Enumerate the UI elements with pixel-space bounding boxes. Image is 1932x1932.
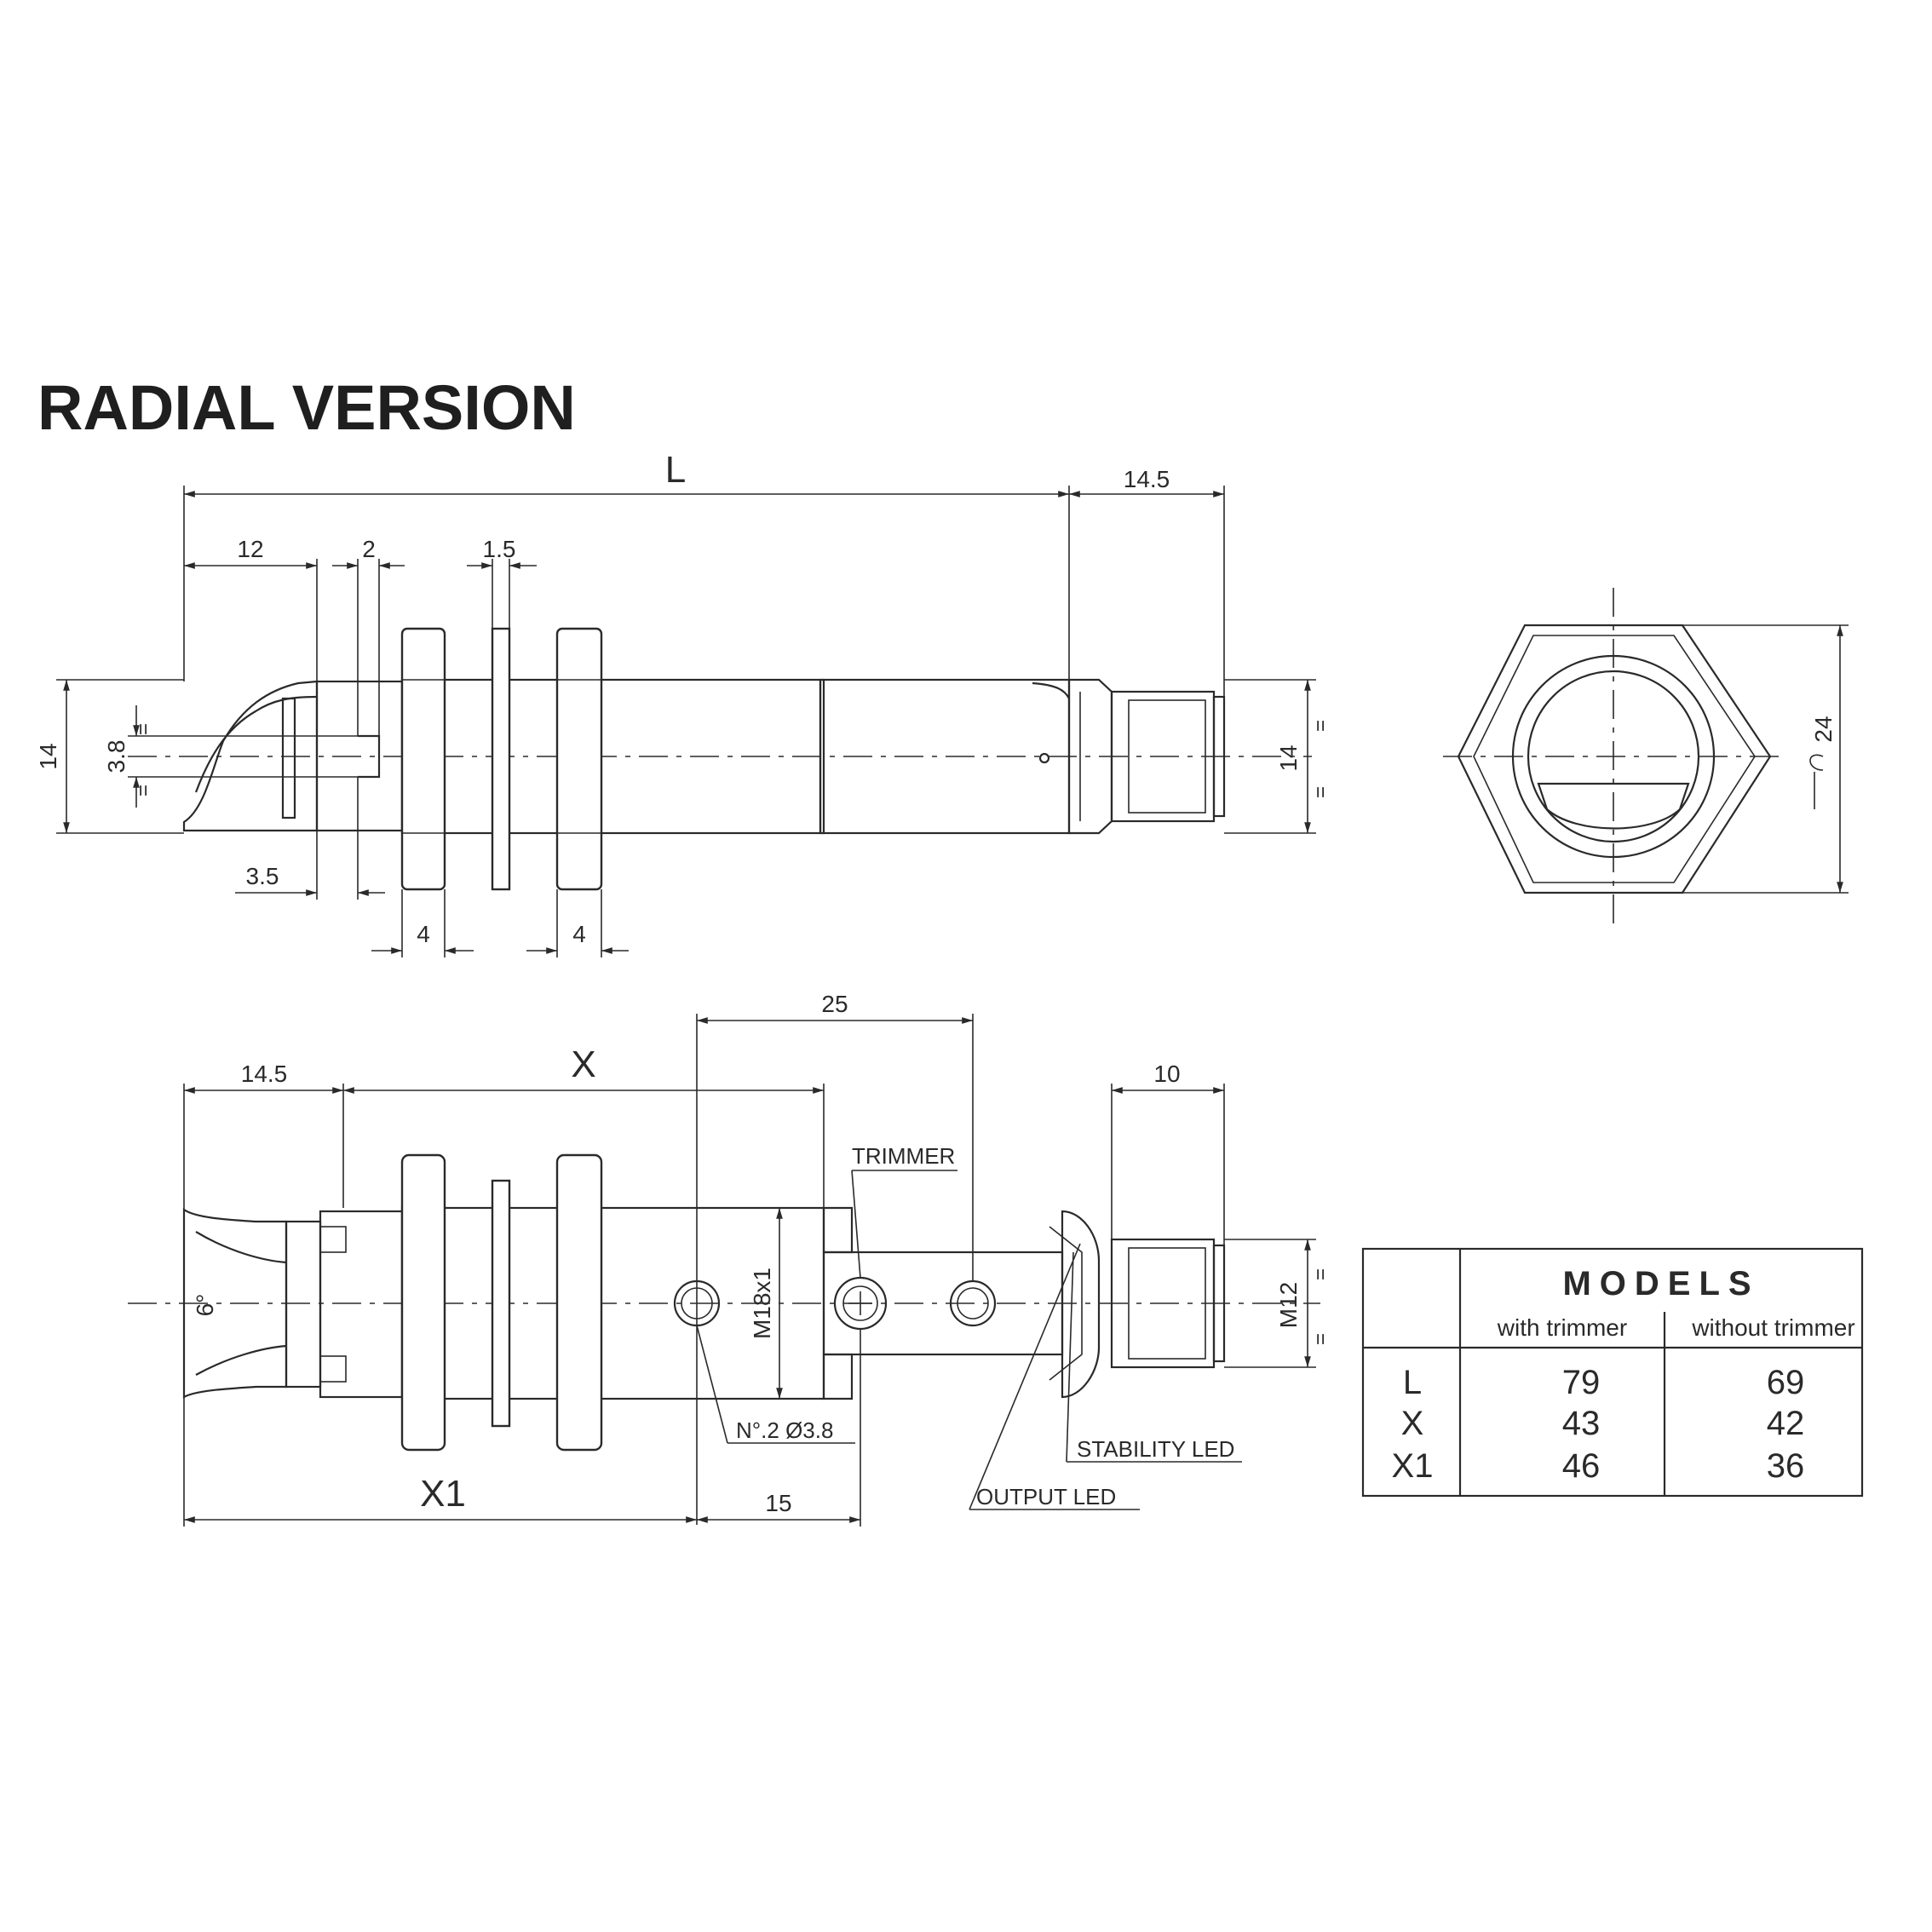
top-connector-tip — [1212, 1244, 1226, 1363]
dim-1-5: 1.5 — [483, 536, 516, 562]
top-nut-right — [555, 1153, 603, 1452]
callout-stability-led: STABILITY LED — [1077, 1436, 1234, 1462]
table-row-label: X1 — [1392, 1447, 1434, 1485]
top-washer — [491, 1179, 511, 1428]
equal-mark-M12-top: = — [1309, 1268, 1332, 1280]
top-step-notch-2 — [319, 1355, 347, 1383]
trimmer-inner — [842, 1285, 878, 1321]
table-cell: 36 — [1767, 1447, 1805, 1485]
dim-top-14-5: 14.5 — [241, 1061, 288, 1087]
trimmer-cross — [848, 1291, 872, 1315]
top-step-notch-1 — [319, 1226, 347, 1253]
nut-right — [555, 627, 603, 891]
callout-holes: N°.2 Ø3.8 — [736, 1417, 833, 1443]
washer — [491, 627, 511, 891]
connector-thread-inner — [1128, 699, 1206, 814]
dim-10: 10 — [1153, 1061, 1180, 1087]
table-cell: 46 — [1562, 1447, 1601, 1485]
table-col-without: without trimmer — [1691, 1314, 1854, 1341]
top-view: 14.5 X 25 10 M18x1 M12 = = 6° X1 15 — [128, 991, 1332, 1527]
body-step-top — [822, 1206, 854, 1254]
dim-4-b: 4 — [572, 921, 586, 947]
wrench-icon — [1809, 754, 1824, 809]
models-table: MODELS with trimmer without trimmer L 79… — [1361, 1247, 1864, 1498]
end-view: 24 — [1443, 588, 1849, 929]
body-step-bottom — [822, 1353, 854, 1400]
dim-4-a: 4 — [417, 921, 430, 947]
top-step-block — [319, 1210, 404, 1399]
dim-L: L — [665, 449, 686, 491]
callout-output-leader — [969, 1243, 1081, 1510]
front-notch — [358, 734, 381, 779]
equal-mark-M12-bottom: = — [1309, 1333, 1332, 1345]
callout-stability-leader — [1066, 1251, 1074, 1463]
dim-angle: 6° — [192, 1294, 218, 1317]
dim-M18: M18x1 — [749, 1268, 775, 1339]
table-header: MODELS — [1562, 1265, 1759, 1302]
table-cell: 69 — [1767, 1364, 1805, 1401]
dim-12: 12 — [237, 536, 263, 562]
callout-trimmer: TRIMMER — [852, 1143, 955, 1169]
table-row-label: X — [1401, 1405, 1424, 1442]
equal-mark-right-bottom: = — [1309, 786, 1332, 798]
hex-nut-outline — [1457, 624, 1772, 894]
callout-output-led: OUTPUT LED — [976, 1484, 1116, 1509]
top-rear-cap — [1061, 1210, 1101, 1399]
dim-3-5: 3.5 — [246, 863, 279, 889]
connector-tip — [1212, 695, 1226, 818]
callout-holes-leader — [696, 1325, 728, 1444]
equal-mark-left-top: = — [132, 723, 155, 735]
table-frame — [1361, 1247, 1864, 1498]
optic-lens-bottom — [195, 1344, 287, 1376]
drawing-title: RADIAL VERSION — [37, 372, 576, 443]
dim-3-8: 3.8 — [103, 740, 129, 773]
dim-2: 2 — [362, 536, 376, 562]
dim-25: 25 — [821, 991, 848, 1017]
dim-M12: M12 — [1275, 1282, 1302, 1328]
callout-trimmer-leader — [851, 1170, 861, 1279]
rear-chamfer — [1032, 681, 1070, 699]
hex-nut-inner — [1473, 635, 1756, 883]
top-connector-thread-inner — [1128, 1247, 1206, 1360]
table-col-with: with trimmer — [1497, 1314, 1627, 1341]
dim-X: X — [571, 1044, 595, 1085]
dim-24: 24 — [1810, 716, 1837, 742]
dim-14-left: 14 — [35, 743, 61, 769]
dim-X1: X1 — [420, 1473, 466, 1515]
optic-window — [281, 697, 296, 819]
dim-14-5: 14.5 — [1124, 466, 1170, 492]
optic-lens-curve — [194, 695, 318, 793]
equal-mark-right-top: = — [1309, 720, 1332, 732]
table-cell: 42 — [1767, 1405, 1805, 1442]
equal-mark-left-bottom: = — [132, 785, 155, 796]
side-view: L 14.5 12 2 1.5 14 3.8 = = — [35, 449, 1332, 957]
top-rear-cap-inner — [1049, 1226, 1083, 1381]
dim-15: 15 — [765, 1490, 791, 1516]
nut-left — [400, 627, 446, 891]
hole-2-inner — [957, 1287, 989, 1320]
table-cell: 43 — [1562, 1405, 1601, 1442]
dim-14-right: 14 — [1275, 745, 1302, 771]
table-row-label: L — [1403, 1364, 1422, 1401]
table-cell: 79 — [1562, 1364, 1601, 1401]
top-front-block — [285, 1220, 322, 1389]
led-dot — [1038, 752, 1050, 764]
top-nut-left — [400, 1153, 446, 1452]
end-face-flat — [1537, 782, 1690, 830]
optic-lens-top — [195, 1231, 287, 1264]
